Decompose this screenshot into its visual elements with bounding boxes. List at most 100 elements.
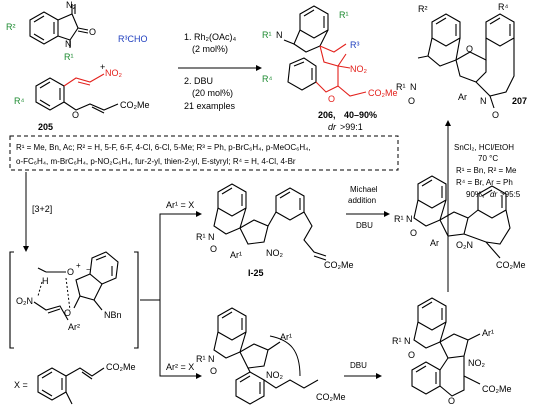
ylide-minus: − — [86, 265, 91, 274]
x-co2me-label: CO₂Me — [106, 362, 136, 372]
compound-207-label: 207 — [512, 96, 527, 106]
ylide-o2-label: O — [64, 308, 71, 318]
intermediate-i25-structure — [213, 183, 327, 261]
dbu-arrow-2-head — [376, 373, 382, 379]
i25-no2-label: NO₂ — [266, 248, 284, 258]
p1-o-label: O — [410, 228, 417, 238]
nitro-r4-label: R⁴ — [14, 96, 24, 106]
branch2-arrow — [159, 300, 196, 377]
p207-n-label: N — [410, 82, 417, 92]
diazo-r2-label: R² — [6, 22, 16, 32]
diazo-r1-label: R¹ — [64, 52, 74, 62]
p2-n-label: N — [404, 336, 411, 346]
nitro-co2me-label: CO₂Me — [120, 100, 150, 110]
branch2-condition: Ar² = X — [166, 362, 194, 372]
i25-r1-label: R¹ — [196, 232, 206, 242]
p1-r1-label: R¹ — [394, 214, 404, 224]
cond-step2b: (20 mol%) — [192, 88, 233, 98]
branch1-arrow — [140, 213, 196, 301]
branch1-condition: Ar¹ = X — [166, 200, 194, 210]
branch1-arrow-head — [196, 211, 202, 217]
product-r1n-label: R¹ — [262, 30, 272, 40]
product-206-label: 206, — [318, 110, 336, 120]
b2-o-label: O — [210, 366, 217, 376]
b2-no2-label: NO₂ — [266, 370, 284, 380]
p2-ar-label: Ar¹ — [482, 328, 494, 338]
product-co2me-label: CO₂Me — [368, 88, 398, 98]
cond-examples: 21 examples — [184, 101, 236, 111]
diazo-oxindole-structure — [29, 4, 89, 48]
p207-ar-label: Ar — [458, 92, 467, 102]
p1-n-label: N — [406, 214, 413, 224]
p2-r1-label: R¹ — [392, 336, 402, 346]
p207-cond-temp: 70 °C — [478, 154, 498, 163]
p207-r1-label: R¹ — [396, 82, 406, 92]
ylide-plus: + — [76, 261, 81, 270]
cond-step2: 2. DBU — [184, 76, 213, 86]
i25-n-label: N — [208, 232, 215, 242]
product-r1-label: R¹ — [339, 10, 349, 20]
p207-o2-label: O — [408, 96, 415, 106]
mechanism-product1-structure — [413, 175, 511, 259]
ylide-h-label: H — [42, 276, 49, 286]
bracket-left — [9, 251, 14, 349]
i25-o-label: O — [210, 244, 217, 254]
ylide-ar2-label: Ar² — [68, 322, 80, 332]
p207-cond-reagent: SnCl₂, HCl/EtOH — [454, 143, 514, 152]
nitroalkene-structure — [35, 73, 119, 114]
product-n-label: N — [276, 30, 283, 40]
product-206-structure — [283, 5, 367, 97]
b2-co2me-label: CO₂Me — [316, 392, 346, 402]
nitro-no2-label: NO₂ — [105, 68, 123, 78]
branch2-intermediate-structure — [213, 307, 319, 405]
plus-sign: + — [100, 62, 105, 72]
b2-r1-label: R¹ — [196, 354, 206, 364]
product-207-structure — [417, 13, 515, 109]
bracket-right — [134, 251, 139, 349]
x-definition-label: X = — [14, 380, 28, 390]
p1-co2me-label: CO₂Me — [496, 260, 526, 270]
p207-r2-label: R² — [418, 4, 428, 14]
p207-cond-yield: 90%, — [466, 190, 484, 199]
diazo-n-label: N — [65, 39, 72, 49]
product-206-yield: 40–90% — [344, 110, 377, 120]
product-no2-label: NO₂ — [350, 64, 368, 74]
p2-no2-label: NO₂ — [468, 358, 486, 368]
arrow-head-1 — [256, 65, 262, 71]
p2-o-label: O — [408, 350, 415, 360]
i25-co2me-label: CO₂Me — [324, 260, 354, 270]
cycloaddition-label: [3+2] — [32, 204, 52, 214]
ylide-o2n-label: O₂N — [16, 296, 33, 306]
arrow-head-207 — [445, 120, 451, 126]
michael-base: DBU — [356, 221, 373, 230]
p207-o-label: O — [466, 44, 473, 54]
product-o-label: O — [328, 94, 335, 104]
curved-michael-arrow — [269, 335, 301, 377]
diazo-n2-label: N₂ — [66, 0, 76, 10]
michael-line2: addition — [348, 196, 376, 205]
b2-n-label: N — [208, 354, 215, 364]
p2-co2me-label: CO₂Me — [482, 384, 512, 394]
intermediate-i25-label: I-25 — [248, 268, 264, 278]
i25-ar-label: Ar¹ — [230, 250, 242, 260]
p207-cond-dr-value: >95:5 — [500, 190, 521, 199]
x-aryl-structure — [37, 367, 105, 405]
ylide-structure — [33, 251, 119, 321]
p207-cond-r4-line: R⁴ = Br, Ar = Ph — [456, 178, 513, 187]
ylide-nbn-label: NBn — [104, 310, 122, 320]
compound-205-label: 205 — [38, 122, 53, 132]
mechanism-product2-structure — [411, 297, 481, 397]
dbu2-label: DBU — [350, 361, 367, 370]
substituents-line1: R¹ = Me, Bn, Ac; R² = H, 5-F, 6-F, 4-Cl,… — [16, 143, 311, 152]
p2-o2-label: O — [448, 396, 455, 406]
p207-cond-dr-label: dr — [490, 190, 497, 199]
product-r4-label: R⁴ — [262, 74, 272, 84]
cond-step1b: (2 mol%) — [192, 44, 228, 54]
diazo-o-label: O — [89, 27, 96, 37]
cond-step1: 1. Rh₂(OAc)₄ — [184, 32, 237, 42]
aldehyde-label: R³CHO — [118, 34, 148, 44]
product-206-dr-label: dr — [328, 122, 337, 132]
substituent-box — [9, 135, 399, 171]
michael-arrow-head — [384, 211, 390, 217]
